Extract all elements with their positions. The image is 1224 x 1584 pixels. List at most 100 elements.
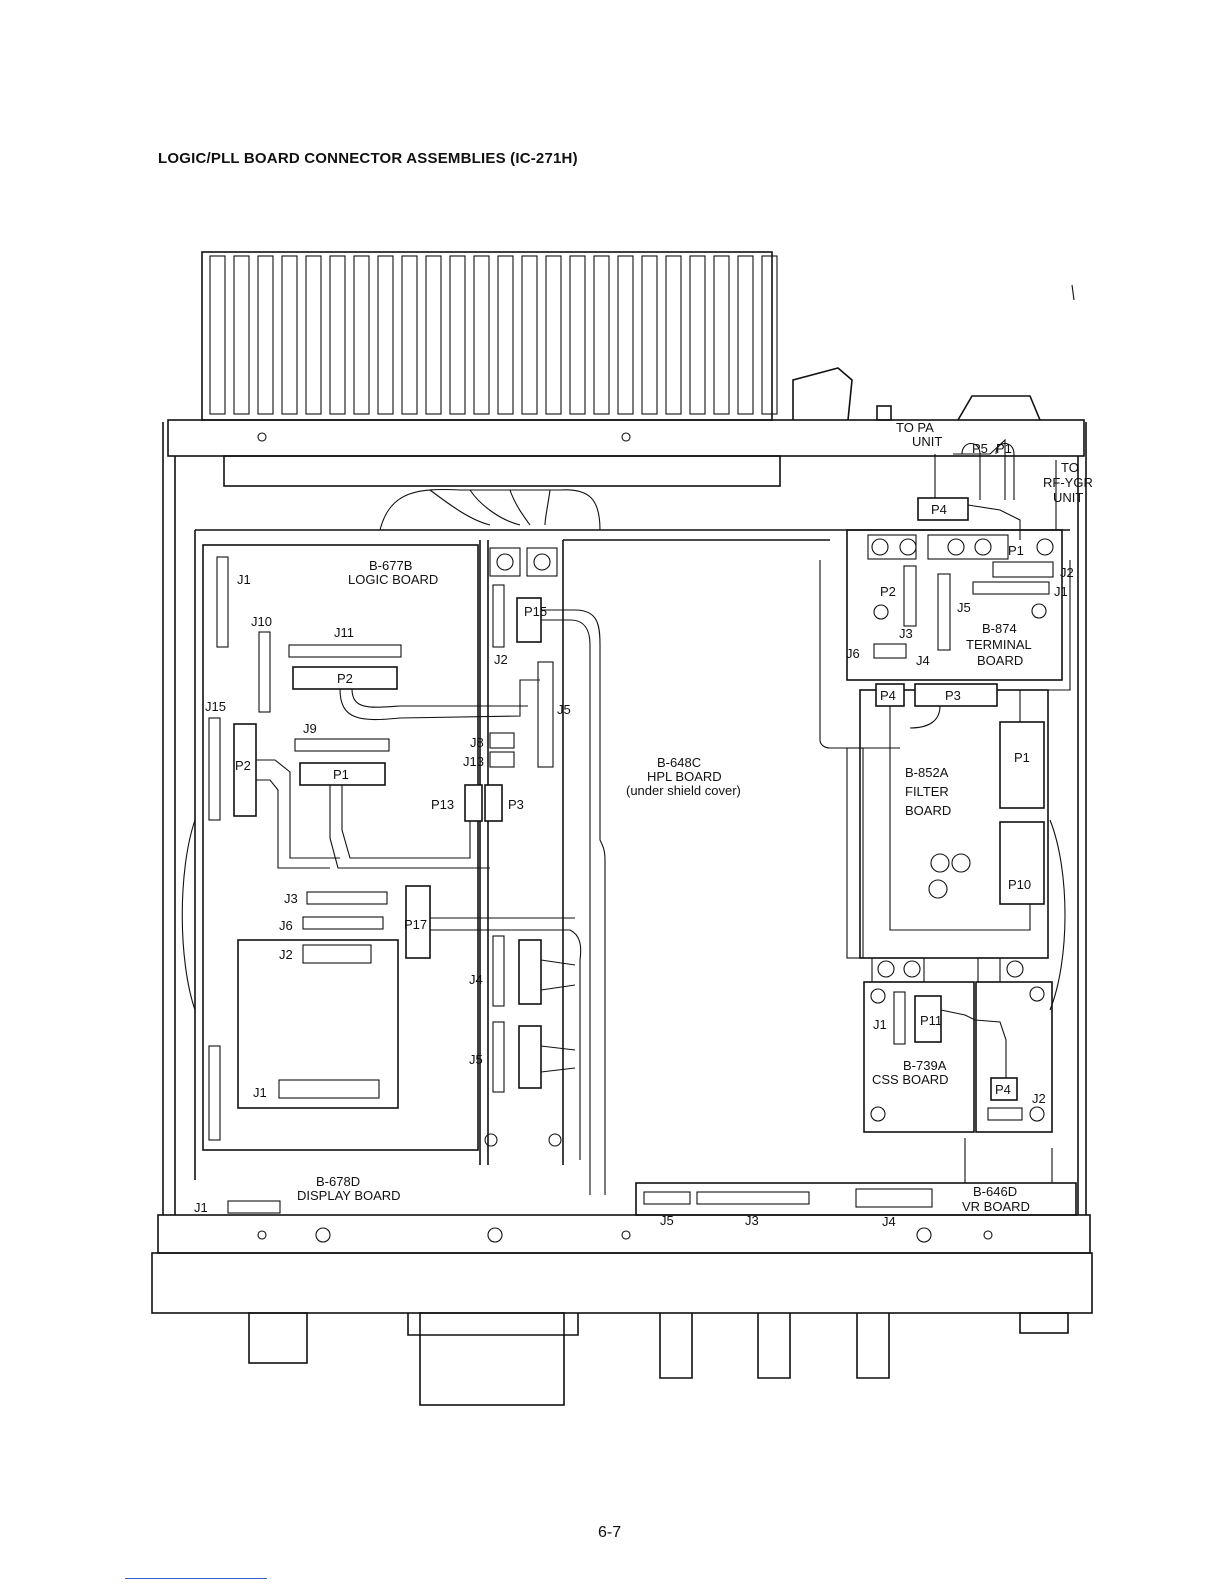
label-to-pa-1: TO PA bbox=[896, 420, 934, 435]
label-term-p1: P1 bbox=[1008, 543, 1024, 558]
heatsink-fin bbox=[593, 255, 610, 415]
label-css-p11: P11 bbox=[920, 1013, 942, 1028]
label-vr-j3: J3 bbox=[745, 1213, 759, 1228]
filter-board bbox=[819, 560, 1071, 959]
footer-rule bbox=[125, 1578, 267, 1579]
hpl-board-title-1: B-648C bbox=[657, 755, 701, 770]
filter-board-title-1: B-852A bbox=[905, 765, 949, 780]
logic-board-title-1: B-677B bbox=[369, 558, 412, 573]
terminal-board bbox=[846, 438, 1063, 681]
logic-board-title-2: LOGIC BOARD bbox=[348, 572, 438, 587]
vr-board-title-1: B-646D bbox=[973, 1184, 1017, 1199]
label-pll-j4: J4 bbox=[469, 972, 483, 987]
label-disp-j1: J1 bbox=[253, 1085, 267, 1100]
display-board-title-1: B-678D bbox=[316, 1174, 360, 1189]
label-term-j6: J6 bbox=[846, 646, 860, 661]
terminal-board-title-2: TERMINAL bbox=[966, 637, 1032, 652]
heatsink-fin bbox=[353, 255, 370, 415]
label-term-j3: J3 bbox=[899, 626, 913, 641]
label-term-j1: J1 bbox=[1054, 584, 1068, 599]
label-logic-p2: P2 bbox=[337, 671, 353, 686]
terminal-board-title-3: BOARD bbox=[977, 653, 1023, 668]
label-vr-j4: J4 bbox=[882, 1214, 896, 1229]
label-p1-top: P1 bbox=[996, 441, 1012, 456]
label-disp-j3: J3 bbox=[284, 891, 298, 906]
label-css-j1: J1 bbox=[873, 1017, 887, 1032]
front-panel bbox=[151, 1214, 1093, 1406]
css-board bbox=[863, 957, 1053, 1133]
vr-board-title-2: VR BOARD bbox=[962, 1199, 1030, 1214]
label-disp-j6: J6 bbox=[279, 918, 293, 933]
heatsink-fin bbox=[737, 255, 754, 415]
page-number: 6-7 bbox=[598, 1524, 622, 1541]
terminal-board-title-1: B-874 bbox=[982, 621, 1017, 636]
label-pll-j13: J13 bbox=[463, 754, 484, 769]
heatsink-fin bbox=[257, 255, 274, 415]
heatsink-fin bbox=[569, 255, 586, 415]
label-term-j5: J5 bbox=[957, 600, 971, 615]
label-p5: P5 bbox=[972, 441, 988, 456]
filter-board-title-3: BOARD bbox=[905, 803, 951, 818]
heatsink-fin bbox=[305, 255, 322, 415]
heatsink-fin bbox=[617, 255, 634, 415]
heatsink-fin bbox=[497, 255, 514, 415]
label-pll-p15: P15 bbox=[524, 604, 547, 619]
heatsink-fin bbox=[761, 255, 778, 415]
label-pll-j5b: J5 bbox=[469, 1052, 483, 1067]
label-pll-p3: P3 bbox=[508, 797, 524, 812]
filter-board-title-2: FILTER bbox=[905, 784, 949, 799]
heatsink-fin bbox=[401, 255, 418, 415]
heatsink-fin bbox=[689, 255, 706, 415]
label-filter-p1: P1 bbox=[1014, 750, 1030, 765]
display-board-title-2: DISPLAY BOARD bbox=[297, 1188, 401, 1203]
label-filter-p10: P10 bbox=[1008, 877, 1031, 892]
heatsink-fin bbox=[665, 255, 682, 415]
css-board-title-2: CSS BOARD bbox=[872, 1072, 949, 1087]
label-p4-top: P4 bbox=[931, 502, 947, 517]
label-filter-p3: P3 bbox=[945, 688, 961, 703]
label-display-j1: J1 bbox=[194, 1200, 208, 1215]
label-logic-j1: J1 bbox=[237, 572, 251, 587]
hpl-board-title-2: HPL BOARD bbox=[647, 769, 722, 784]
heatsink-fin bbox=[233, 255, 250, 415]
label-logic-p2-left: P2 bbox=[235, 758, 251, 773]
label-term-p2: P2 bbox=[880, 584, 896, 599]
label-to-pa-2: UNIT bbox=[912, 434, 942, 449]
hpl-board-title-3: (under shield cover) bbox=[626, 783, 741, 798]
label-logic-p1: P1 bbox=[333, 767, 349, 782]
label-term-j4: J4 bbox=[916, 653, 930, 668]
heatsink-fin bbox=[329, 255, 346, 415]
label-logic-j10: J10 bbox=[251, 614, 272, 629]
label-disp-p17: P17 bbox=[404, 917, 427, 932]
heatsink-fin bbox=[425, 255, 442, 415]
label-pll-p13: P13 bbox=[431, 797, 454, 812]
rear-panel bbox=[167, 284, 1085, 487]
heatsink-fin bbox=[641, 255, 658, 415]
heatsink-fin bbox=[521, 255, 538, 415]
heatsink-fin bbox=[281, 255, 298, 415]
chassis-outline bbox=[162, 422, 1087, 1215]
label-pll-j5: J5 bbox=[557, 702, 571, 717]
heatsink bbox=[201, 251, 778, 421]
heatsink-fin bbox=[449, 255, 466, 415]
label-term-j2: J2 bbox=[1060, 565, 1074, 580]
css-board-title-1: B-739A bbox=[903, 1058, 947, 1073]
label-to-rf-2: RF-YGR bbox=[1043, 475, 1093, 490]
label-logic-j11: J11 bbox=[334, 625, 354, 640]
display-board-area bbox=[208, 885, 431, 1214]
heatsink-fin bbox=[545, 255, 562, 415]
label-vr-p4: P4 bbox=[995, 1082, 1011, 1097]
label-logic-j9: J9 bbox=[303, 721, 317, 736]
label-vr-j2: J2 bbox=[1032, 1091, 1046, 1106]
label-filter-p4: P4 bbox=[880, 688, 896, 703]
page-heading: LOGIC/PLL BOARD CONNECTOR ASSEMBLIES (IC… bbox=[158, 150, 578, 167]
logic-board bbox=[202, 544, 479, 1151]
label-pll-j8: J8 bbox=[470, 735, 484, 750]
label-disp-j2: J2 bbox=[279, 947, 293, 962]
label-pll-j2: J2 bbox=[494, 652, 508, 667]
label-logic-j15: J15 bbox=[205, 699, 226, 714]
cable-routes bbox=[256, 609, 606, 1195]
diagram-labels: TO PA UNIT P5 P1 TO RF-YGR UNIT P4 B-677… bbox=[194, 420, 1093, 1229]
label-to-rf-3: UNIT bbox=[1053, 490, 1083, 505]
